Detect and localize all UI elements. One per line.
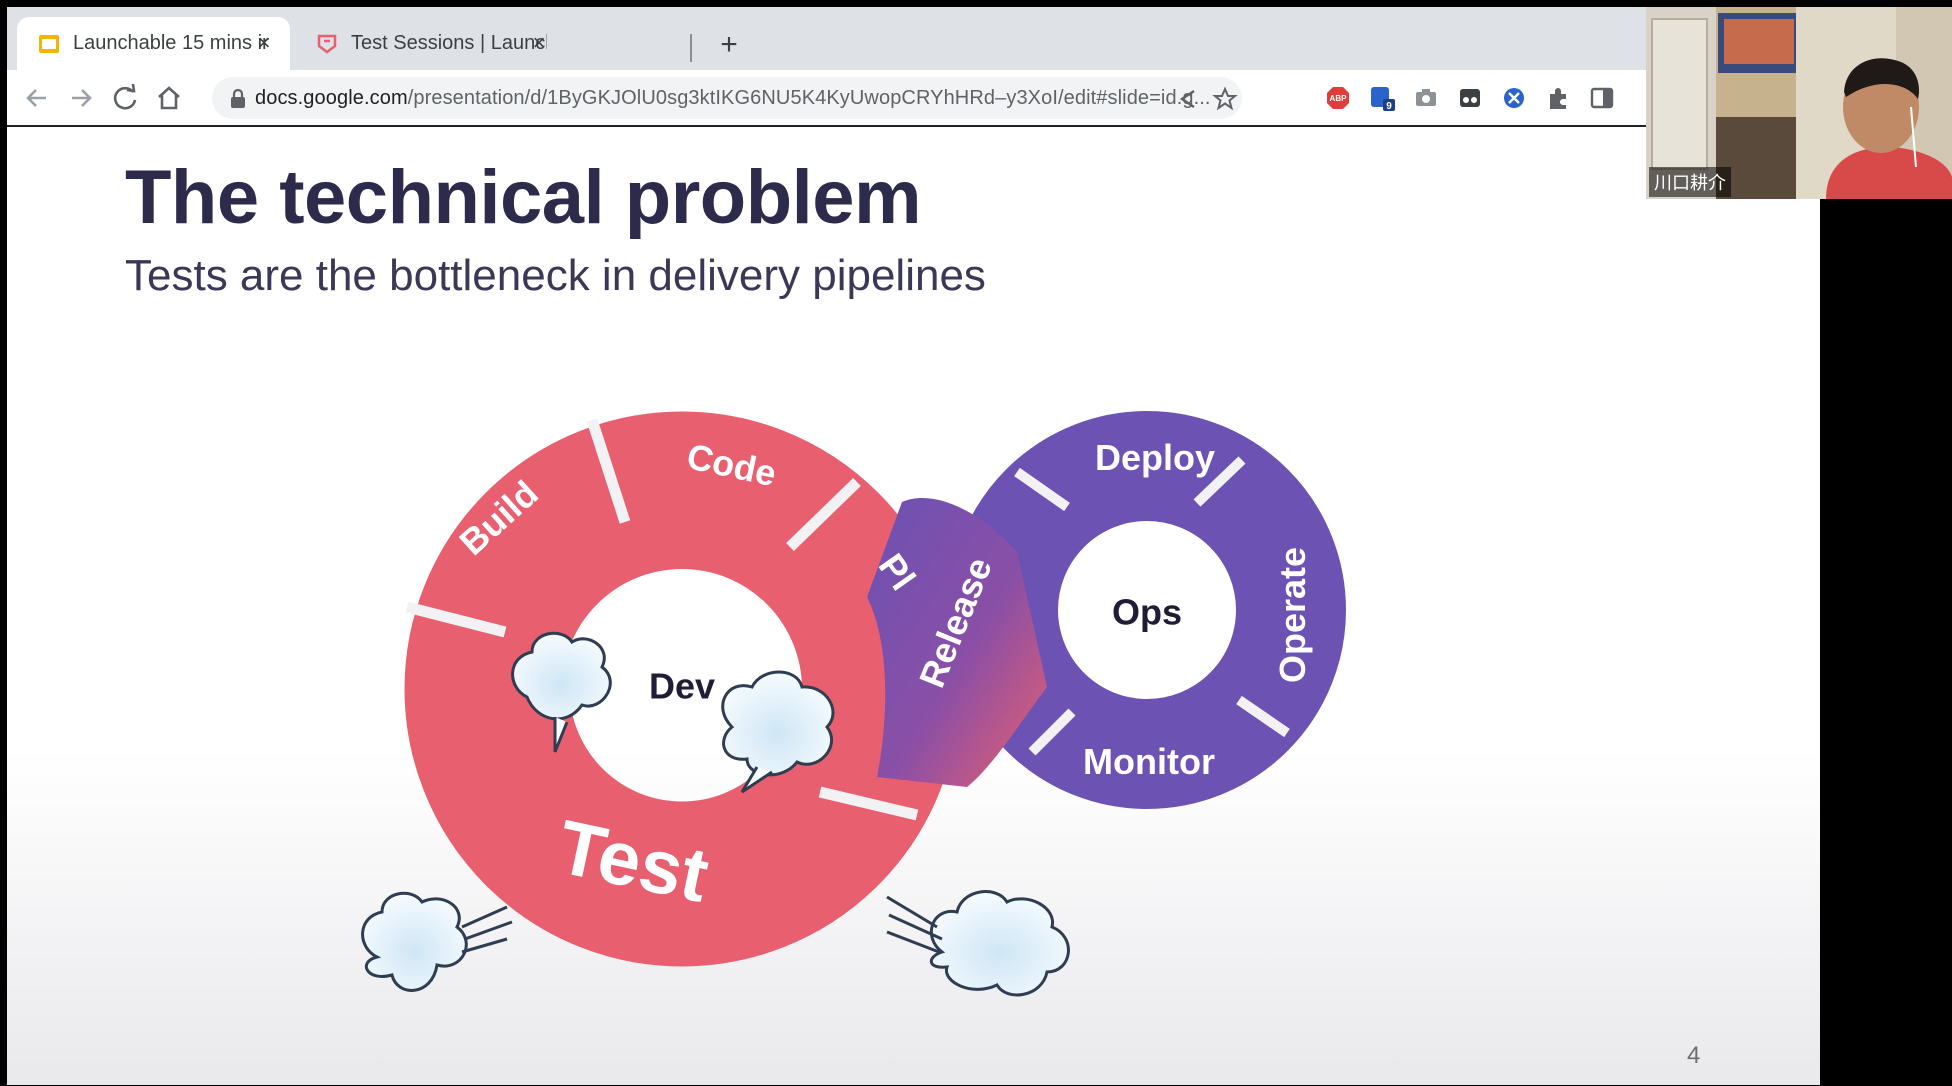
lock-icon[interactable] bbox=[230, 89, 246, 109]
dev-ring bbox=[404, 411, 960, 967]
participant-name: 川口耕介 bbox=[1649, 167, 1731, 197]
launchable-icon bbox=[317, 34, 337, 54]
extension-badge-icon[interactable]: 9 bbox=[1369, 85, 1395, 111]
url-text: docs.google.com/presentation/d/1ByGKJOlU… bbox=[255, 87, 1211, 110]
url-path: /presentation/d/1ByGKJOlU0sg3ktIKG6NU5K4… bbox=[407, 87, 1211, 109]
toolbar: docs.google.com/presentation/d/1ByGKJOlU… bbox=[7, 70, 1647, 125]
steam-cloud-icon bbox=[511, 631, 612, 753]
steam-cloud-icon bbox=[361, 891, 513, 992]
new-tab-icon[interactable]: + bbox=[720, 28, 738, 61]
tab-close-icon[interactable]: × bbox=[257, 30, 271, 55]
slide-title: The technical problem bbox=[125, 155, 922, 240]
devops-infinity-diagram: Dev Ops Build Code Pl Test Release Deplo… bbox=[361, 411, 1346, 997]
browser-window: Launchable 15 mins intro × Test Sessions… bbox=[7, 7, 1647, 129]
back-arrow-icon[interactable] bbox=[19, 80, 55, 116]
presentation-slide: The technical problem Tests are the bott… bbox=[7, 127, 1820, 1085]
bookmark-star-icon[interactable] bbox=[1212, 86, 1238, 112]
google-slides-icon bbox=[39, 34, 59, 53]
tab-title: Test Sessions | Launchable bbox=[351, 32, 547, 54]
url-domain: docs.google.com bbox=[255, 87, 408, 109]
home-icon[interactable] bbox=[151, 80, 187, 116]
incognito-icon[interactable] bbox=[1457, 85, 1483, 111]
tab-test-sessions[interactable]: Test Sessions | Launchable × bbox=[295, 17, 565, 70]
slide-page-number: 4 bbox=[1687, 1042, 1701, 1069]
slide-subtitle: Tests are the bottleneck in delivery pip… bbox=[125, 251, 986, 300]
tab-separator bbox=[690, 34, 692, 62]
forward-arrow-icon[interactable] bbox=[63, 80, 99, 116]
reload-icon[interactable] bbox=[107, 80, 143, 116]
network-extension-icon[interactable] bbox=[1501, 85, 1527, 111]
steam-cloud-icon bbox=[721, 670, 835, 794]
extensions-puzzle-icon[interactable] bbox=[1545, 85, 1571, 111]
side-panel-icon[interactable] bbox=[1589, 85, 1615, 111]
extension-badge-count: 9 bbox=[1386, 101, 1392, 111]
svg-text:ABP: ABP bbox=[1330, 94, 1348, 103]
screen-share-background bbox=[1820, 199, 1952, 1086]
tab-launchable-intro[interactable]: Launchable 15 mins intro × bbox=[17, 17, 290, 70]
operate-segment-label: Operate bbox=[1272, 547, 1313, 683]
dev-label: Dev bbox=[649, 666, 715, 707]
ops-label: Ops bbox=[1112, 592, 1182, 633]
address-bar[interactable]: docs.google.com/presentation/d/1ByGKJOlU… bbox=[212, 77, 1242, 119]
steam-cloud-icon bbox=[886, 890, 1070, 997]
monitor-segment-label: Monitor bbox=[1083, 741, 1215, 782]
tab-close-icon[interactable]: × bbox=[532, 30, 546, 55]
tab-strip: Launchable 15 mins intro × Test Sessions… bbox=[7, 7, 1647, 70]
participant-video-tile[interactable]: 川口耕介 bbox=[1646, 7, 1952, 199]
share-icon[interactable] bbox=[1175, 86, 1201, 112]
adblock-icon[interactable]: ABP bbox=[1325, 85, 1351, 111]
tab-title: Launchable 15 mins intro bbox=[73, 32, 269, 54]
camera-icon[interactable] bbox=[1413, 85, 1439, 111]
deploy-segment-label: Deploy bbox=[1095, 437, 1215, 478]
release-bridge bbox=[867, 498, 1047, 787]
